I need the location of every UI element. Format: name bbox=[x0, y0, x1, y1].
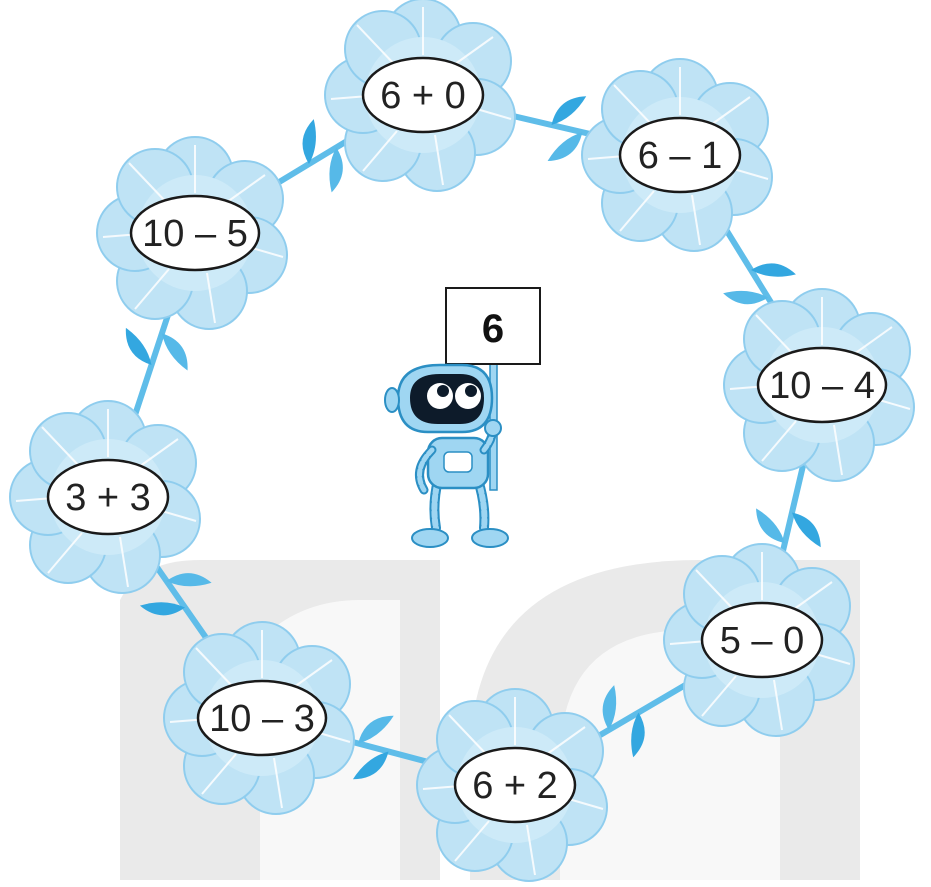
leaf bbox=[602, 685, 617, 730]
leaf bbox=[161, 333, 188, 371]
sign-board bbox=[445, 287, 541, 365]
sign-number: 6 bbox=[482, 307, 504, 351]
flower-4-oval bbox=[700, 601, 824, 679]
flower-8-label: 10 – 5 bbox=[142, 213, 248, 255]
leaf bbox=[723, 290, 769, 305]
leaf bbox=[139, 602, 185, 616]
flower-5: 6 + 2 bbox=[416, 688, 608, 882]
leaves bbox=[125, 96, 821, 780]
flower-7: 3 + 3 bbox=[9, 400, 201, 594]
flower-7-label: 3 + 3 bbox=[65, 477, 151, 519]
flower-3-oval bbox=[756, 346, 888, 424]
flower-1-oval bbox=[361, 56, 485, 134]
leaf bbox=[792, 512, 821, 548]
leaf bbox=[166, 573, 212, 587]
flower-6: 10 – 3 bbox=[163, 621, 355, 815]
leaf bbox=[756, 508, 785, 544]
flower-5-oval bbox=[453, 746, 577, 824]
flower-2-label: 6 – 1 bbox=[638, 135, 723, 177]
leaf bbox=[358, 715, 394, 744]
flower-7-oval bbox=[46, 458, 170, 536]
leaf bbox=[547, 132, 583, 162]
leaf bbox=[302, 119, 316, 164]
flower-4: 5 – 0 bbox=[663, 543, 855, 737]
leaf bbox=[551, 96, 587, 125]
leaf bbox=[352, 751, 389, 780]
flower-8-oval bbox=[129, 194, 261, 272]
flower-4-label: 5 – 0 bbox=[720, 620, 805, 662]
robot-right-foot bbox=[471, 528, 509, 548]
flower-1-label: 6 + 0 bbox=[380, 75, 466, 117]
flower-3: 10 – 4 bbox=[723, 288, 915, 482]
leaf bbox=[751, 263, 796, 277]
flower-5-label: 6 + 2 bbox=[472, 765, 558, 807]
robot-left-foot bbox=[411, 528, 449, 548]
flower-3-label: 10 – 4 bbox=[769, 365, 875, 407]
flower-2: 6 – 1 bbox=[581, 58, 773, 252]
leaf bbox=[125, 327, 152, 365]
flower-8: 10 – 5 bbox=[96, 136, 288, 330]
leaf bbox=[329, 147, 343, 193]
flower-6-oval bbox=[196, 679, 328, 757]
robot: 6 bbox=[384, 287, 541, 548]
flower-6-label: 10 – 3 bbox=[209, 698, 315, 740]
flower-2-oval bbox=[618, 116, 742, 194]
leaf bbox=[631, 712, 645, 758]
flower-1: 6 + 0 bbox=[324, 0, 516, 192]
